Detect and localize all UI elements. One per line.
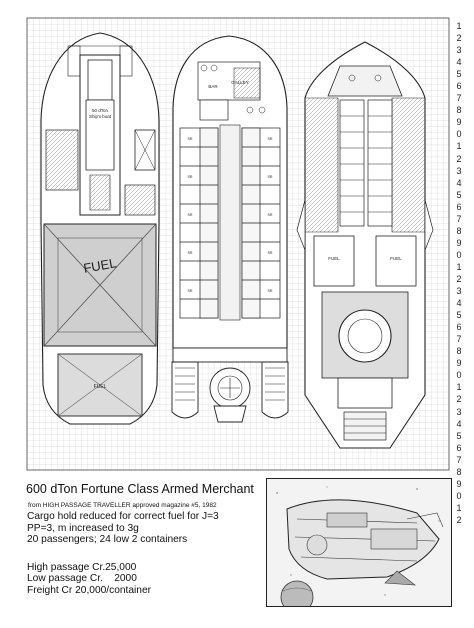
spec-line: 20 passengers; 24 low 2 containers <box>27 534 188 546</box>
ruler-digit: 5 <box>456 310 462 321</box>
ruler-digit: 3 <box>456 45 462 56</box>
stateroom-label: SR <box>268 289 273 293</box>
fuel-left-label: FUEL <box>328 256 340 261</box>
stateroom-label: SR <box>188 251 193 255</box>
stateroom-label: SR <box>188 289 193 293</box>
engine-pods <box>171 347 289 423</box>
stateroom-label: SR <box>188 213 193 217</box>
price-line: Freight Cr 20,000/container <box>27 584 152 596</box>
stateroom-label: SR <box>268 213 273 217</box>
ruler-digit: 8 <box>456 225 462 236</box>
stateroom-label: SR <box>188 137 193 141</box>
galley-label: GALLEY <box>231 80 249 85</box>
ruler-digit: 0 <box>456 490 462 501</box>
ruler-digit: 9 <box>456 358 462 369</box>
ruler-digit: 4 <box>456 418 462 429</box>
ruler-digit: 5 <box>456 189 462 200</box>
ruler-digit: 9 <box>456 478 462 489</box>
ruler-digit: 5 <box>456 69 462 80</box>
ruler-digit: 7 <box>456 334 462 345</box>
ship-title: 600 dTon Fortune Class Armed Merchant <box>26 482 254 496</box>
ruler-digit: 4 <box>456 298 462 309</box>
price-line: High passage Cr.25,000 <box>27 561 137 573</box>
ruler-digit: 1 <box>456 21 462 31</box>
ruler-digit: 7 <box>456 454 462 465</box>
ruler-digit: 3 <box>456 286 462 297</box>
spec-line: PP=3, m increased to 3g <box>27 522 139 534</box>
ruler-digit: 3 <box>456 406 462 417</box>
ruler-digit: 0 <box>456 249 462 260</box>
ruler-digit: 0 <box>456 370 462 381</box>
ruler-digit: 1 <box>456 141 462 152</box>
ship-illustration <box>266 478 452 607</box>
shuttle-label-line1: 50 dTon <box>92 108 109 113</box>
ruler-digit: 1 <box>456 382 462 393</box>
command-deck-plan <box>296 41 434 449</box>
ruler-digit: 9 <box>456 117 462 128</box>
ruler-digit: 6 <box>456 201 462 212</box>
ruler-digit: 5 <box>456 430 462 441</box>
ruler-digit: 7 <box>456 213 462 224</box>
ruler-digit: 0 <box>456 129 462 140</box>
stateroom-label: SR <box>188 175 193 179</box>
ruler-digit: 8 <box>456 466 462 477</box>
ruler-digit: 9 <box>456 237 462 248</box>
ruler-digit: 3 <box>456 165 462 176</box>
bar-label: BAR <box>208 84 218 89</box>
caption-block: 600 dTon Fortune Class Armed Merchant fr… <box>23 482 258 597</box>
ruler-digit: 6 <box>456 81 462 92</box>
ruler-digit: 2 <box>456 33 462 44</box>
ruler-digit: 1 <box>456 502 462 513</box>
ruler-digit: 4 <box>456 57 462 68</box>
fuel-small-label: FUEL <box>94 384 107 390</box>
lower-deck-plan <box>40 32 160 425</box>
ruler-digit: 8 <box>456 105 462 116</box>
stateroom-label: SR <box>268 251 273 255</box>
ruler-digit: 2 <box>456 514 462 525</box>
ruler-digit: 6 <box>456 322 462 333</box>
ruler-digit: 7 <box>456 93 462 104</box>
shuttle-label-line2: Ship's boat <box>89 114 112 119</box>
ruler-digit: 6 <box>456 442 462 453</box>
stateroom-blocks <box>179 127 281 319</box>
ruler-digit: 2 <box>456 394 462 405</box>
price-line: Low passage Cr. 2000 <box>27 573 137 585</box>
ruler-digit: 4 <box>456 177 462 188</box>
fuel-big-label: FUEL <box>82 255 117 276</box>
source-note: from HIGH PASSAGE TRAVELLER approved mag… <box>28 502 217 509</box>
stateroom-label: SR <box>268 137 273 141</box>
ruler-digit: 1 <box>456 261 462 272</box>
stateroom-label: SR <box>268 175 273 179</box>
fuel-right-label: FUEL <box>390 256 402 261</box>
ruler-digit: 8 <box>456 346 462 357</box>
spec-line: Cargo hold reduced for correct fuel for … <box>27 511 219 522</box>
ruler-digit: 2 <box>456 273 462 284</box>
ruler-digit: 2 <box>456 153 462 164</box>
